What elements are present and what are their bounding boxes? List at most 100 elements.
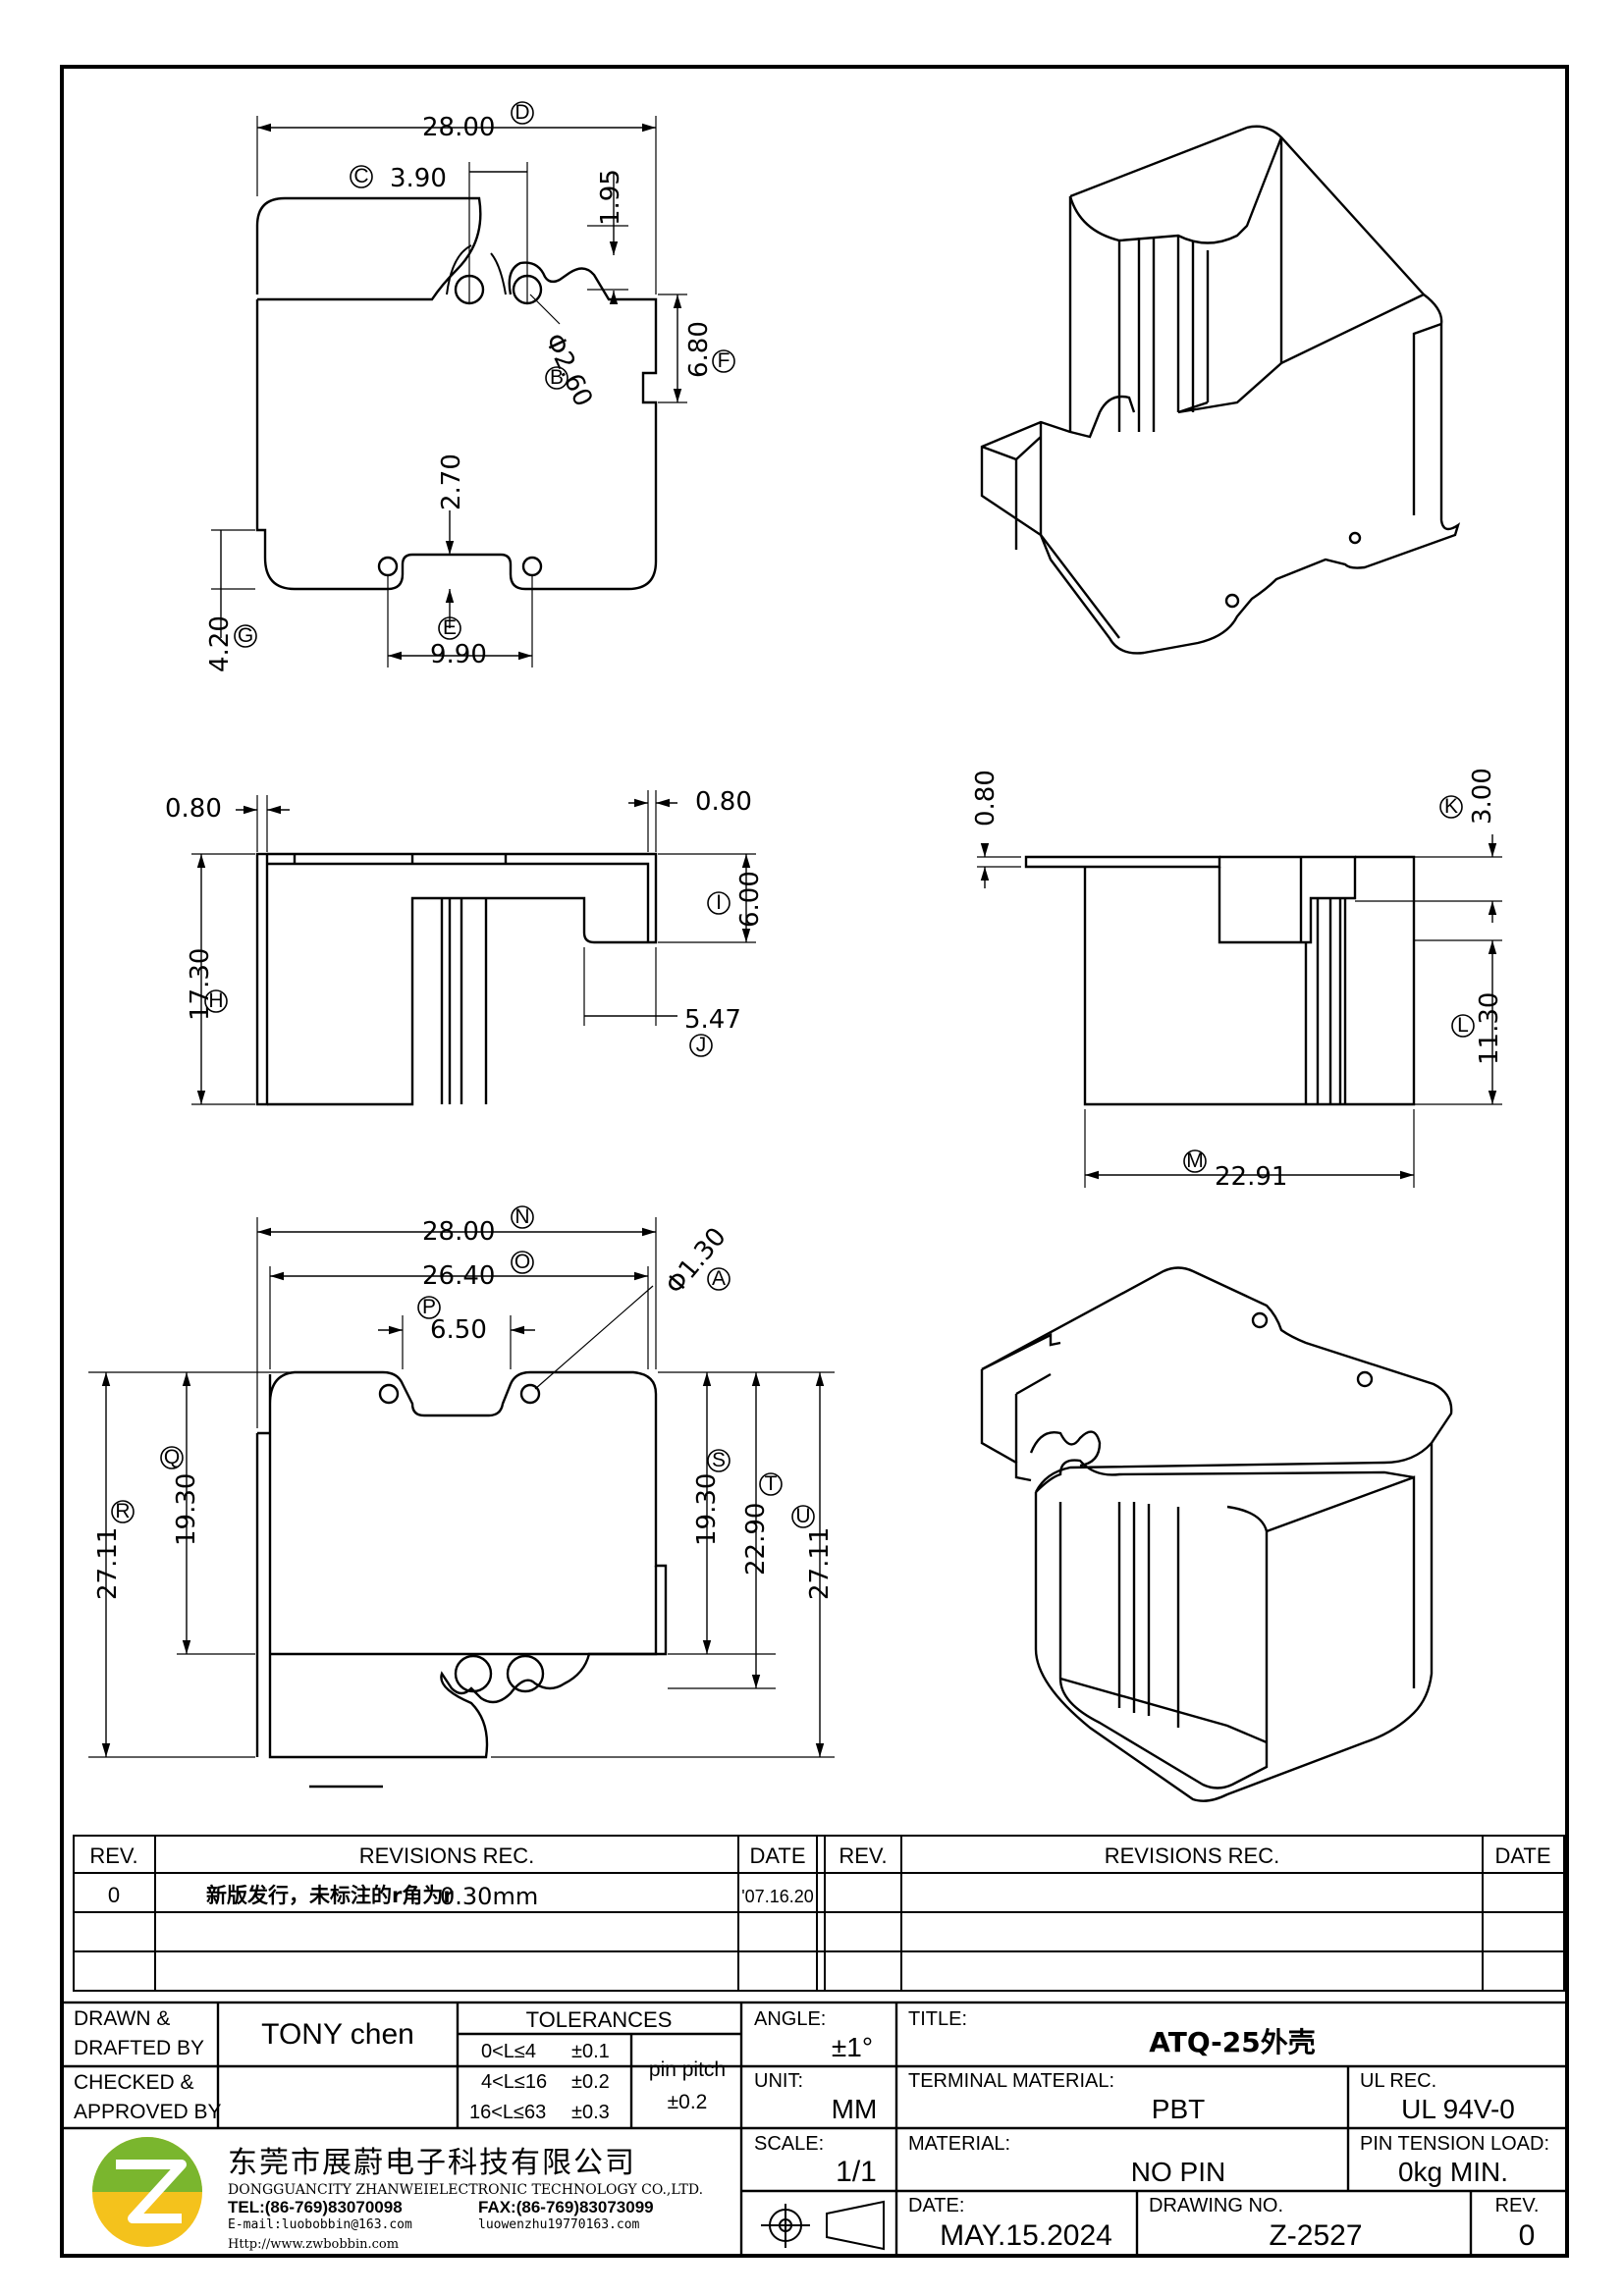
dim-3-90: 3.90: [390, 164, 447, 193]
marker-s: S: [712, 1449, 726, 1471]
tol-value-1: ±0.1: [571, 2041, 610, 2062]
drawing-no-value: Z-2527: [1269, 2219, 1362, 2252]
dim-28-bottom: 28.00: [422, 1217, 495, 1247]
revisions-header-2: REVISIONS REC.: [1105, 1843, 1279, 1868]
angle-label: ANGLE:: [754, 2008, 826, 2030]
dim-17-30: 17.30: [186, 948, 215, 1021]
unit-value: MM: [832, 2094, 878, 2124]
company-email: E-mail:luobobbin@163.com: [228, 2217, 412, 2232]
terminal-label: TERMINAL MATERIAL:: [908, 2070, 1114, 2092]
dim-0-80-left: 0.80: [165, 794, 222, 824]
checked-label-2: APPROVED BY: [74, 2101, 222, 2123]
marker-m: M: [1186, 1149, 1204, 1172]
marker-l: L: [1457, 1014, 1469, 1037]
dim-19-30-left: 19.30: [172, 1473, 201, 1546]
marker-a: A: [712, 1267, 726, 1290]
date-header: DATE: [749, 1843, 805, 1868]
marker-r: R: [115, 1500, 130, 1522]
tol-range-1: 0<L≤4: [481, 2041, 536, 2062]
tol-range-3: 16<L≤63: [469, 2102, 546, 2123]
marker-g: G: [238, 624, 253, 647]
ul-value: UL 94V-0: [1401, 2094, 1515, 2124]
marker-q: Q: [164, 1446, 180, 1468]
marker-d: D: [514, 101, 529, 124]
date-header-2: DATE: [1494, 1843, 1550, 1868]
pin-pitch-label: pin pitch: [649, 2058, 726, 2081]
scale-value: 1/1: [836, 2156, 877, 2188]
dim-19-30-right: 19.30: [692, 1473, 722, 1546]
pin-pitch-tol: ±0.2: [668, 2091, 708, 2113]
marker-f: F: [718, 349, 731, 372]
dim-27-11-left: 27.11: [93, 1527, 123, 1600]
rev-header: REV.: [89, 1843, 137, 1868]
unit-label: UNIT:: [754, 2070, 803, 2092]
rev-header-2: REV.: [839, 1843, 887, 1868]
drawn-label-1: DRAWN &: [74, 2007, 170, 2030]
tolerances-label: TOLERANCES: [526, 2007, 673, 2032]
marker-n: N: [514, 1205, 529, 1228]
dim-phi-2-60: Φ2.60: [539, 329, 598, 411]
dim-3-00: 3.00: [1468, 768, 1497, 825]
drawn-value: TONY chen: [261, 2018, 414, 2051]
view-top-left: [211, 116, 687, 667]
iso-view-bottom: [980, 1266, 1453, 1802]
projection-symbol-icon: [761, 2200, 885, 2251]
dim-2-70: 2.70: [437, 454, 466, 510]
tol-value-2: ±0.2: [571, 2071, 610, 2093]
rev-row-0-text-cn: 新版发行，未标注的r角为r: [206, 1884, 454, 1907]
rev-row-0-date: '07.16.20: [741, 1887, 814, 1906]
view-middle-left: [191, 790, 756, 1106]
tol-value-3: ±0.3: [571, 2102, 610, 2123]
rev-label: REV.: [1495, 2195, 1540, 2216]
pin-tension-label: PIN TENSION LOAD:: [1360, 2133, 1549, 2155]
marker-c: C: [353, 165, 368, 187]
view-middle-right: [977, 834, 1502, 1188]
title-label: TITLE:: [908, 2008, 967, 2030]
date-value: MAY.15.2024: [940, 2219, 1112, 2252]
dim-28-top: 28.00: [422, 113, 495, 142]
marker-h: H: [208, 989, 223, 1012]
revisions-header: REVISIONS REC.: [359, 1843, 534, 1868]
iso-view-top: [980, 125, 1461, 655]
tol-range-2: 4<L≤16: [481, 2071, 547, 2093]
marker-b: B: [550, 366, 564, 389]
dim-9-90: 9.90: [430, 640, 487, 669]
dim-27-11-right: 27.11: [805, 1527, 835, 1600]
dim-6-00: 6.00: [735, 871, 765, 928]
drawing-no-label: DRAWING NO.: [1149, 2195, 1283, 2216]
dim-0-80-v3: 0.80: [971, 770, 1001, 827]
angle-value: ±1°: [832, 2032, 873, 2062]
pin-tension-value: 0kg MIN.: [1398, 2157, 1508, 2187]
revisions-table: [73, 1835, 1565, 1992]
material-value: NO PIN: [1131, 2157, 1225, 2187]
dim-5-47: 5.47: [684, 1005, 741, 1035]
dim-0-80-right: 0.80: [695, 787, 752, 817]
dim-11-30: 11.30: [1475, 992, 1504, 1065]
marker-o: O: [514, 1251, 530, 1273]
marker-p: P: [422, 1296, 436, 1318]
company-logo: [92, 2137, 202, 2247]
sheet-border: [60, 65, 1569, 2258]
terminal-value: PBT: [1152, 2094, 1205, 2124]
marker-k: K: [1444, 795, 1458, 818]
dim-22-90: 22.90: [741, 1503, 771, 1575]
company-fax: FAX:(86-769)83073099: [478, 2198, 654, 2216]
marker-e: E: [443, 616, 457, 639]
company-tel: TEL:(86-769)83070098: [228, 2198, 403, 2216]
marker-j: J: [696, 1034, 707, 1056]
rev-row-0-rev: 0: [108, 1883, 120, 1907]
reference-markers: [111, 101, 1475, 1528]
scale-label: SCALE:: [754, 2133, 824, 2155]
view-bottom-left: [88, 1217, 835, 1789]
dim-6-50: 6.50: [430, 1315, 487, 1345]
company-name-en: DONGGUANCITY ZHANWEIELECTRONIC TECHNOLOG…: [228, 2182, 703, 2198]
dim-26-40: 26.40: [422, 1261, 495, 1291]
dim-1-95: 1.95: [596, 169, 625, 226]
drawn-label-2: DRAFTED BY: [74, 2037, 204, 2059]
marker-i: I: [716, 891, 722, 914]
company-email-2: luowenzhu19770163.com: [478, 2217, 640, 2232]
dim-6-80: 6.80: [684, 321, 714, 378]
dim-4-20: 4.20: [205, 615, 235, 672]
dim-22-91: 22.91: [1215, 1162, 1287, 1192]
